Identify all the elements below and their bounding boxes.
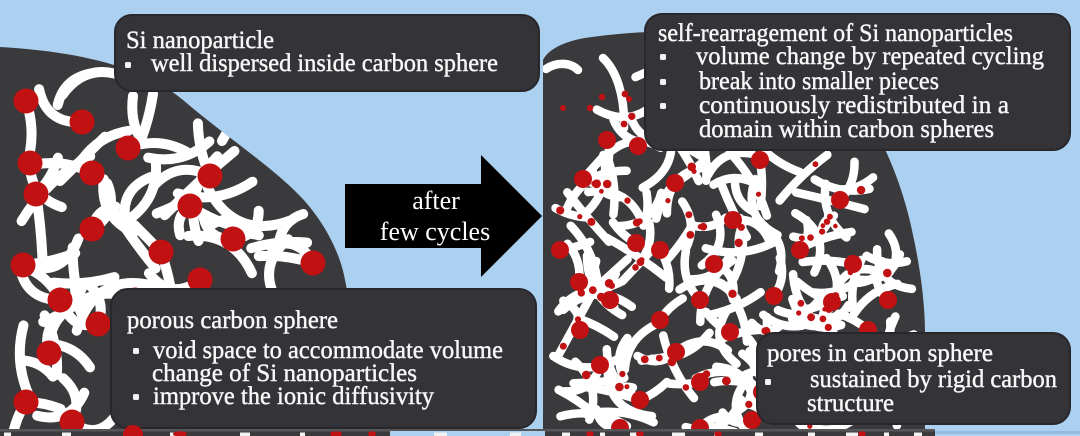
- svg-text:change of Si nanoparticles: change of Si nanoparticles: [152, 360, 417, 387]
- svg-text:continuously redistributed in: continuously redistributed in a: [699, 92, 1009, 119]
- svg-text:improve the ionic diffusivity: improve the ionic diffusivity: [153, 383, 434, 410]
- svg-text:volume change by repeated cycl: volume change by repeated cycling: [696, 43, 1044, 70]
- svg-text:few cycles: few cycles: [380, 217, 490, 246]
- svg-text:Si nanoparticle: Si nanoparticle: [126, 27, 274, 54]
- svg-text:break into smaller pieces: break into smaller pieces: [699, 68, 939, 95]
- svg-text:sustained by rigid carbon: sustained by rigid carbon: [810, 366, 1057, 393]
- svg-text:porous carbon sphere: porous carbon sphere: [127, 307, 338, 334]
- svg-text:after: after: [412, 186, 460, 215]
- svg-text:pores in carbon sphere: pores in carbon sphere: [767, 340, 993, 367]
- svg-text:well dispersed inside carbon s: well dispersed inside carbon sphere: [151, 50, 498, 77]
- svg-text:structure: structure: [807, 390, 894, 417]
- svg-text:domain within carbon spheres: domain within carbon spheres: [699, 116, 994, 143]
- svg-text:void space to accommodate volu: void space to accommodate volume: [153, 337, 503, 364]
- svg-text:self-rearragement of Si nanopa: self-rearragement of Si nanoparticles: [658, 20, 1013, 47]
